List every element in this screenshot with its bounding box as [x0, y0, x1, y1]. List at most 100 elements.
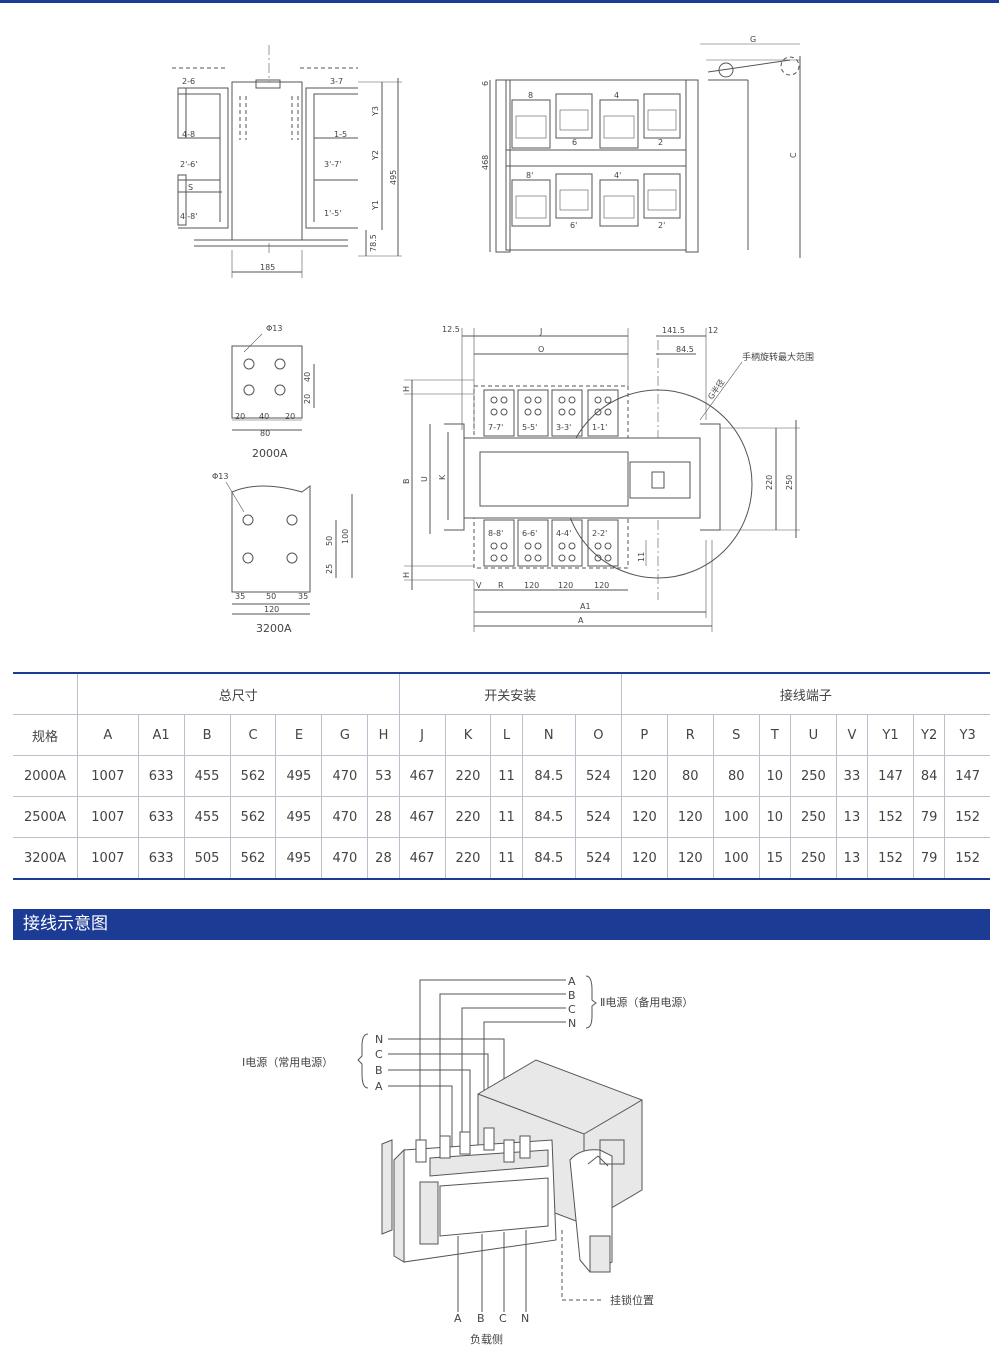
table-cell: 562 [229, 837, 277, 880]
table-cell: 11 [490, 796, 523, 838]
table-cell: 120 [620, 796, 668, 838]
svg-text:N: N [568, 1017, 576, 1030]
dimension-drawings: 2-6 4-8 2'-6' 4'-8' 3-7 1-5 3'-7' 1'-5' … [172, 35, 814, 635]
svg-text:120: 120 [524, 581, 539, 590]
svg-text:6: 6 [481, 81, 490, 86]
column-header: V [835, 714, 869, 756]
column-header: L [490, 714, 523, 756]
svg-text:5-5': 5-5' [522, 423, 537, 432]
group-header-terminals: 接线端子 [620, 672, 990, 715]
table-cell: 467 [398, 837, 446, 880]
caption-2000a: 2000A [252, 447, 288, 460]
lock-position-label: 挂锁位置 [610, 1293, 654, 1307]
table-cell: 250 [789, 796, 837, 838]
table-cell: 524 [574, 755, 622, 797]
svg-text:V: V [476, 581, 482, 590]
column-header: P [620, 714, 668, 756]
column-header: O [574, 714, 622, 756]
svg-text:S: S [188, 183, 193, 192]
svg-text:J: J [539, 327, 542, 336]
svg-text:4-4': 4-4' [556, 529, 571, 538]
table-cell: 80 [666, 755, 714, 797]
svg-text:3-7: 3-7 [330, 77, 343, 86]
svg-text:120: 120 [594, 581, 609, 590]
svg-text:O: O [538, 345, 544, 354]
svg-text:Y3: Y3 [371, 106, 380, 117]
column-header: A1 [137, 714, 185, 756]
svg-text:3'-7': 3'-7' [324, 160, 341, 169]
svg-text:G半径: G半径 [705, 377, 726, 401]
table-cell: 84.5 [521, 796, 576, 838]
column-header: G [321, 714, 369, 756]
svg-text:35: 35 [235, 592, 245, 601]
row-spec-cell: 2000A [13, 755, 78, 797]
svg-text:6: 6 [572, 138, 577, 147]
column-header: T [758, 714, 791, 756]
svg-text:A: A [454, 1312, 462, 1325]
table-cell: 13 [835, 837, 869, 880]
svg-text:40: 40 [259, 412, 269, 421]
svg-text:Φ13: Φ13 [212, 472, 228, 481]
table-cell: 505 [183, 837, 231, 880]
table-cell: 470 [321, 755, 369, 797]
table-cell: 28 [367, 796, 400, 838]
source1-label: Ⅰ电源（常用电源） [242, 1055, 333, 1069]
svg-text:B: B [477, 1312, 485, 1325]
column-header: K [444, 714, 492, 756]
table-cell: 250 [789, 755, 837, 797]
table-cell: 524 [574, 796, 622, 838]
table-cell: 633 [137, 755, 185, 797]
table-cell: 152 [944, 796, 990, 838]
svg-text:6-6': 6-6' [522, 529, 537, 538]
table-cell: 250 [789, 837, 837, 880]
table-cell: 53 [367, 755, 400, 797]
table-cell: 467 [398, 796, 446, 838]
svg-text:8: 8 [528, 91, 533, 100]
table-cell: 120 [620, 837, 668, 880]
svg-text:12.5: 12.5 [442, 325, 460, 334]
svg-text:A: A [375, 1080, 383, 1093]
svg-text:4-8: 4-8 [182, 130, 195, 139]
table-cell: 633 [137, 837, 185, 880]
svg-text:G: G [750, 35, 756, 44]
svg-text:1'-5': 1'-5' [324, 209, 341, 218]
svg-text:11: 11 [637, 552, 646, 562]
front-view-drawing: G C 6 468 8 4 6 2 8' 4' 6' 2' [481, 35, 801, 258]
table-corner-cell [13, 672, 78, 715]
table-cell: 28 [367, 837, 400, 880]
svg-text:B: B [402, 479, 411, 485]
table-cell: 220 [444, 796, 492, 838]
row-spec-cell: 3200A [13, 837, 78, 880]
column-header: U [789, 714, 837, 756]
table-cell: 15 [758, 837, 791, 880]
hole-pattern-3200a: Φ13 50 100 25 35 50 35 120 3200A [212, 472, 353, 635]
table-cell: 1007 [77, 755, 139, 797]
column-header: A [77, 714, 139, 756]
table-cell: 152 [867, 796, 914, 838]
svg-text:20: 20 [285, 412, 295, 421]
table-cell: 80 [712, 755, 760, 797]
svg-text:Y2: Y2 [371, 150, 380, 161]
table-cell: 84.5 [521, 755, 576, 797]
svg-text:A: A [578, 616, 584, 625]
side-view-drawing: 2-6 4-8 2'-6' 4'-8' 3-7 1-5 3'-7' 1'-5' … [172, 45, 402, 278]
svg-text:Φ13: Φ13 [266, 324, 282, 333]
table-cell: 84 [912, 755, 946, 797]
svg-text:12: 12 [708, 326, 718, 335]
column-header: Y1 [867, 714, 914, 756]
section-title: 接线示意图 [23, 914, 108, 934]
caption-3200a: 3200A [256, 622, 292, 635]
svg-text:N: N [375, 1033, 383, 1046]
table-cell: 495 [275, 796, 323, 838]
table-cell: 495 [275, 755, 323, 797]
svg-text:35: 35 [298, 592, 308, 601]
svg-text:K: K [438, 474, 447, 480]
svg-text:N: N [521, 1312, 529, 1325]
svg-text:A: A [568, 975, 576, 988]
svg-text:2-6: 2-6 [182, 77, 195, 86]
plan-view-drawing: 12.5 J O 141.5 12 84.5 手柄旋转最大范围 G半径 [402, 325, 814, 632]
hole-pattern-2000a: Φ13 40 20 20 40 20 80 2000A [231, 324, 315, 460]
